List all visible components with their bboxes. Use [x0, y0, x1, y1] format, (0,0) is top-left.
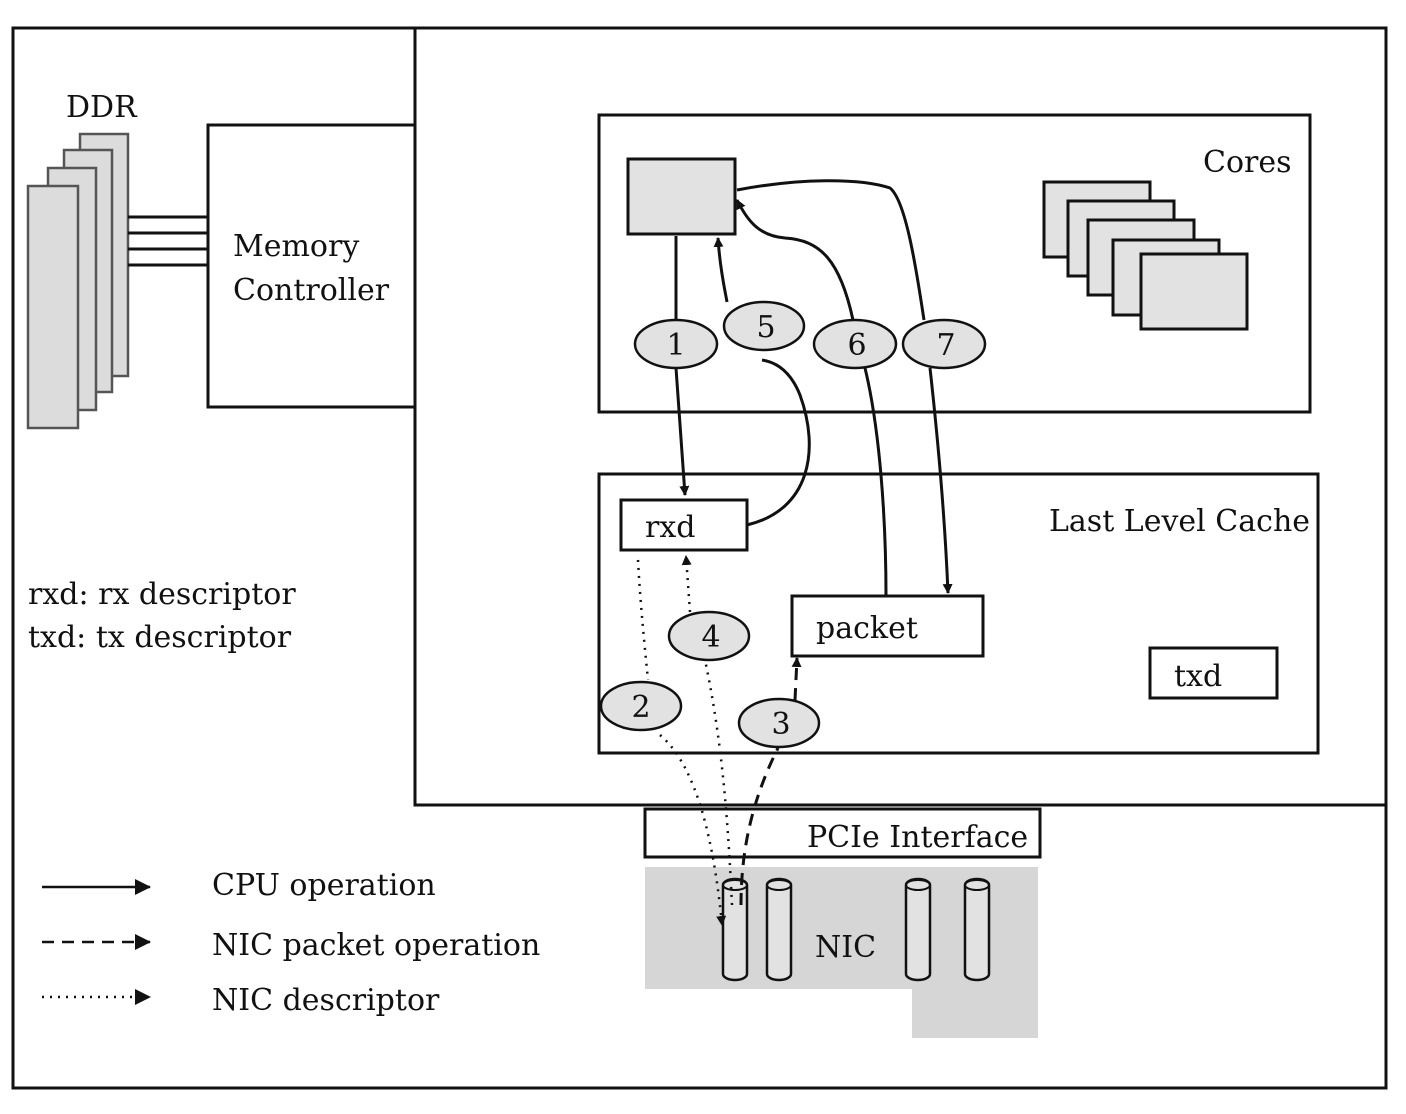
legend-nic-descriptor: NIC descriptor: [212, 983, 440, 1018]
pcie-interface-box: [643, 807, 1042, 859]
step-markers: 1 2 3 4 5 6 7: [599, 300, 987, 749]
core-stack: [1042, 180, 1249, 331]
rxd-note: rxd: rx descriptor: [28, 577, 296, 612]
step-5-marker: 5: [722, 300, 806, 352]
packet-label: packet: [816, 611, 918, 646]
arrow-step-7: [736, 179, 948, 593]
ddr-label: DDR: [66, 90, 138, 125]
rxd-label: rxd: [645, 510, 695, 545]
memory-controller-label-1: Memory: [233, 229, 359, 264]
step-6-label: 6: [847, 328, 866, 363]
legend-nic-packet-operation: NIC packet operation: [212, 928, 540, 963]
arrow-step-1: [674, 236, 685, 495]
step-1-marker: 1: [633, 318, 719, 370]
active-core: [626, 157, 737, 236]
step-2-label: 2: [631, 690, 650, 725]
step-5-label: 5: [756, 310, 775, 345]
cores-label: Cores: [1203, 145, 1292, 180]
flow-arrows: [636, 179, 948, 925]
arrow-step-4: [686, 556, 734, 906]
legend-cpu-operation: CPU operation: [212, 868, 436, 903]
txd-note: txd: tx descriptor: [28, 620, 292, 655]
llc-label: Last Level Cache: [1049, 504, 1310, 539]
ddr-modules: [26, 132, 130, 430]
step-7-label: 7: [936, 328, 955, 363]
ddr-bus: [128, 215, 208, 267]
arrow-step-3: [739, 658, 797, 906]
arrow-step-5: [718, 238, 811, 527]
step-3-label: 3: [771, 707, 790, 742]
step-6-marker: 6: [812, 318, 898, 370]
step-1-label: 1: [666, 328, 685, 363]
step-3-marker: 3: [737, 697, 821, 749]
step-4-marker: 4: [667, 610, 751, 662]
txd-box: [1148, 646, 1279, 700]
memory-controller-box: [206, 123, 417, 409]
pcie-label: PCIe Interface: [807, 820, 1028, 855]
step-7-marker: 7: [901, 318, 987, 370]
txd-label: txd: [1174, 659, 1222, 694]
step-4-label: 4: [701, 620, 720, 655]
nic-label: NIC: [815, 930, 876, 965]
arrow-step-6: [737, 200, 888, 597]
legend: CPU operation NIC packet operation NIC d…: [42, 868, 540, 1018]
memory-controller-label-2: Controller: [233, 273, 390, 308]
step-2-marker: 2: [599, 680, 683, 732]
